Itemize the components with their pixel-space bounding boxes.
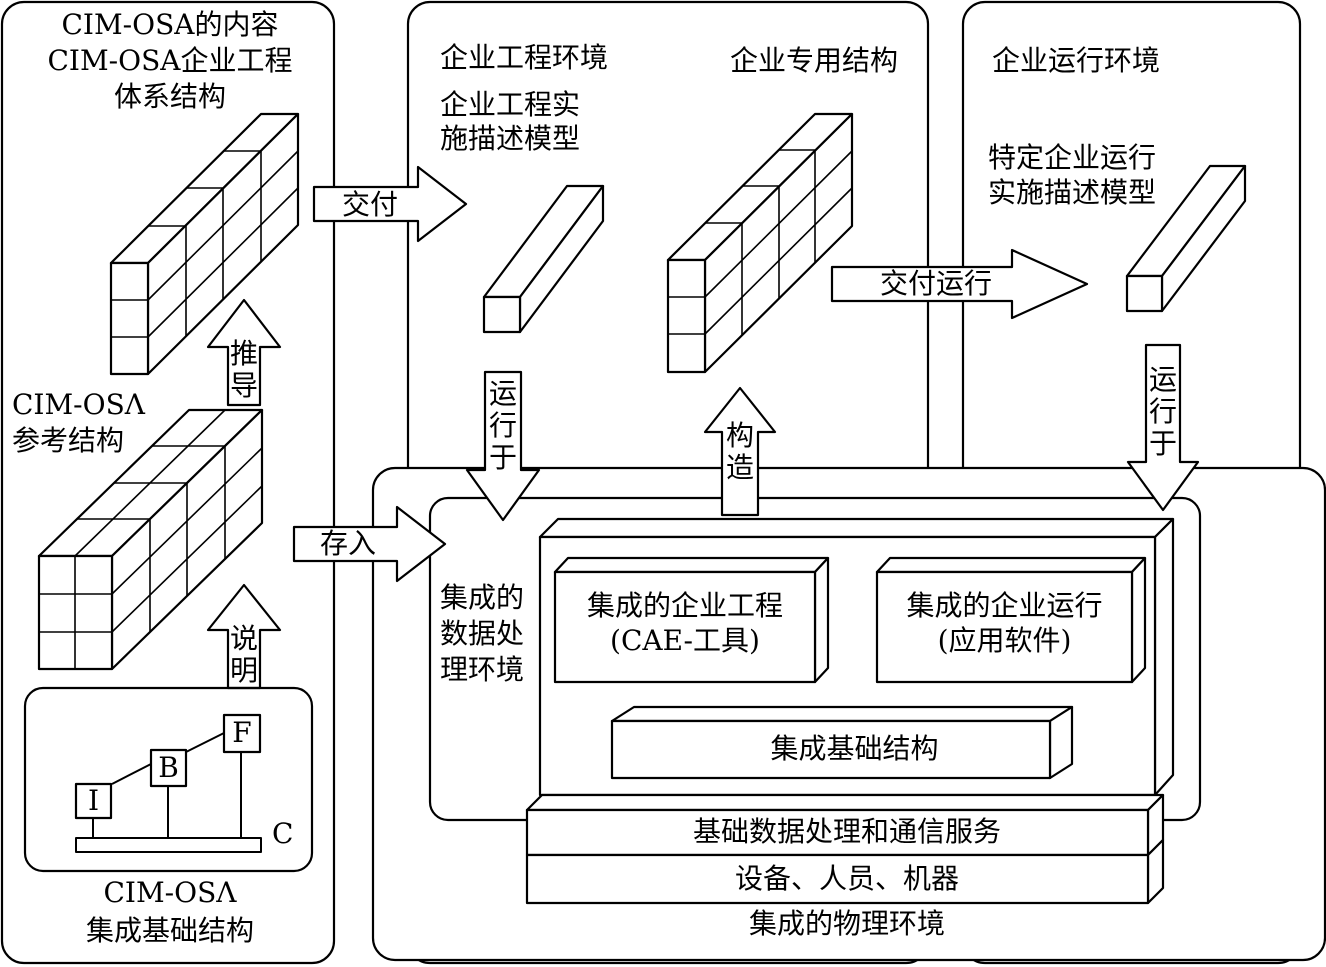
explain-arrow [206, 583, 282, 690]
infra-network [75, 732, 262, 853]
node-i-label: I [87, 784, 100, 817]
app-software-box [875, 556, 1147, 684]
cae-label-1: 集成的企业工程 [586, 589, 783, 622]
run-on-right-label: 运行于 [1148, 363, 1177, 460]
deliver-arrow [312, 165, 468, 243]
cae-label-2: (CAE-工具) [610, 624, 760, 657]
data-env-3: 理环境 [440, 653, 525, 686]
content-title-3: 体系结构 [113, 80, 226, 113]
node-f-label: F [232, 716, 252, 749]
deliver-run-arrow [830, 248, 1089, 320]
app-label-2: (应用软件) [937, 624, 1072, 657]
specific-arch-title: 企业专用结构 [730, 44, 899, 77]
operation-model-1: 特定企业运行 [988, 141, 1157, 174]
left-panel-frame [0, 0, 336, 965]
physical-env-label: 集成的物理环境 [748, 907, 945, 940]
reference-label-2: 参考结构 [12, 424, 125, 457]
basic-services-label: 基础数据处理和通信服务 [692, 815, 1001, 848]
content-architecture-grid [109, 112, 300, 376]
infra-label-2: 集成基础结构 [85, 914, 254, 947]
operation-env-title: 企业运行环境 [992, 44, 1161, 77]
run-on-arrow-right [1126, 343, 1200, 512]
infra-bar-label: 集成基础结构 [770, 732, 939, 765]
data-env-1: 集成的 [440, 581, 525, 614]
deliver-run-label: 交付运行 [880, 267, 993, 300]
devices-layer [525, 838, 1165, 905]
infra-bar [610, 705, 1074, 780]
basic-services-layer [525, 793, 1165, 857]
app-label-1: 集成的企业运行 [906, 589, 1103, 622]
node-f-box [222, 713, 262, 754]
node-c-label: C [272, 817, 294, 850]
build-arrow [703, 386, 777, 517]
node-b-label: B [158, 751, 179, 784]
infra-label-1: CIM-OSΛ [103, 876, 237, 909]
node-b-box [149, 748, 188, 788]
engineering-model-2: 施描述模型 [440, 122, 581, 155]
run-on-arrow-left [465, 370, 541, 522]
reference-architecture-grid [37, 408, 264, 671]
operation-model-2: 实施描述模型 [988, 176, 1157, 209]
deliver-label: 交付 [342, 188, 399, 221]
specific-architecture-grid [666, 112, 854, 374]
build-label: 构造 [725, 419, 754, 484]
run-on-left-label: 运行于 [488, 377, 517, 474]
content-title-2: CIM-OSA企业工程 [47, 44, 293, 77]
data-env-2: 数据处 [440, 617, 525, 650]
cae-tools-box [553, 556, 830, 684]
node-i-box [74, 782, 113, 820]
engineering-env-title: 企业工程环境 [440, 41, 609, 74]
store-arrow [292, 505, 447, 583]
infra-diagram-frame [23, 686, 314, 873]
derive-arrow [206, 298, 282, 407]
derive-label: 推导 [229, 337, 258, 402]
devices-label: 设备、人员、机器 [734, 862, 959, 895]
explain-label: 说明 [229, 622, 258, 687]
engineering-model-1: 企业工程实 [440, 88, 581, 121]
engineering-model-beam [482, 184, 605, 334]
store-label: 存入 [320, 527, 377, 560]
operation-model-beam [1125, 164, 1247, 313]
reference-label-1: CIM-OSΛ [12, 388, 145, 421]
content-title-1: CIM-OSA的内容 [61, 8, 279, 41]
